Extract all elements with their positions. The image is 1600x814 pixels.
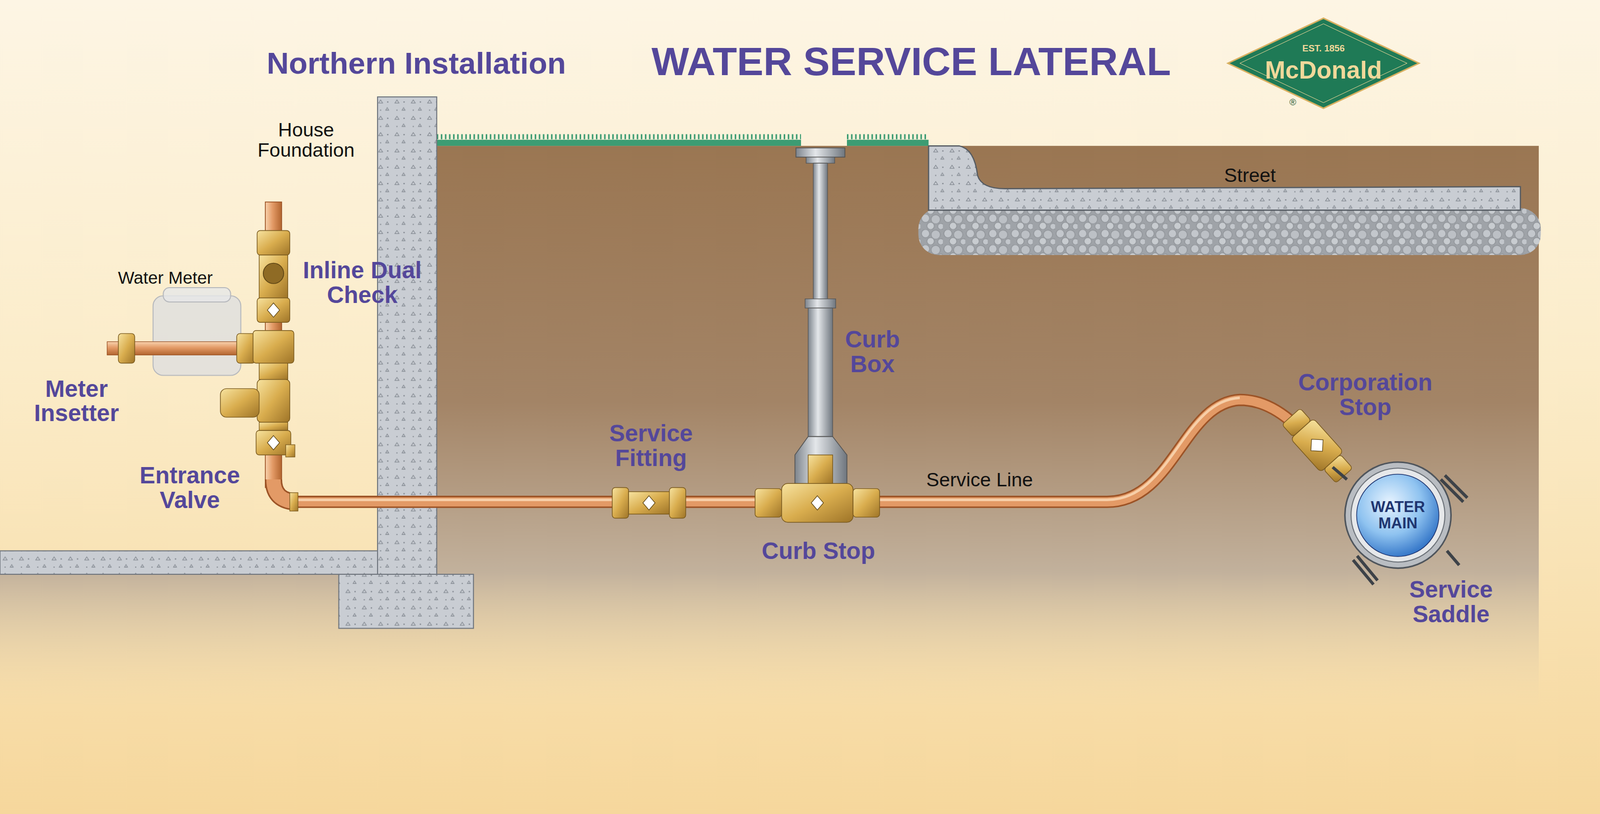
node-text: McDonald [1264,57,1383,84]
illustration-part [267,302,280,318]
part-label: Curb Stop [761,538,875,564]
illustration-part [808,455,834,484]
illustration-part [612,487,629,519]
illustration-part [918,208,1542,255]
illustration-part [256,230,290,255]
node-text: WATER MAIN [1363,499,1433,532]
illustration-part [153,295,242,376]
illustration-part [846,133,929,139]
logo-shape [1227,18,1420,109]
part-label: Corporation Stop [1288,370,1442,420]
illustration-part [291,397,1240,500]
illustration-part [755,488,782,518]
illustration-part [263,262,284,284]
illustration-part [338,574,474,629]
illustration-part [852,488,880,518]
illustration-part [811,495,824,510]
illustration-part [0,550,380,575]
logo-inner-line [1239,23,1407,103]
part-label: Entrance Valve [118,463,262,513]
illustration-part [669,487,686,519]
illustration-part [1323,454,1353,483]
part-label: ® [1289,97,1297,108]
illustration-part [805,157,835,164]
pipe-section [1356,474,1440,557]
illustration-part [928,145,1521,211]
node-text: EST. 1856 [1302,43,1345,54]
illustration-part [259,421,289,431]
illustration-part [259,363,289,380]
illustration-part [289,492,298,511]
part-label: Service Line [926,469,1034,490]
illustration-part [252,330,295,364]
part-label: Inline Dual Check [285,257,439,308]
illustration-part [267,435,280,450]
part-label: Northern Installation [266,47,567,80]
illustration-part [796,147,845,158]
part-label: Service Fitting [589,421,713,471]
logo-diamond: EST. 1856McDonald [1223,16,1424,111]
part-label: House Foundation [239,119,373,161]
part-label: Water Meter [118,268,213,287]
illustration-part [795,436,847,490]
illustration-part [1350,467,1445,562]
illustration-part [220,388,259,418]
illustration-part [285,444,295,458]
illustration-part [808,307,834,437]
part-label: Service Saddle [1389,577,1513,628]
illustration-part [236,333,255,364]
illustration-part [436,139,801,146]
illustration-part [436,133,801,139]
illustration-part [804,298,836,309]
water-main-circle: WATER MAIN [1354,472,1441,558]
illustration-part [1345,462,1452,569]
illustration-part [781,483,854,522]
illustration-part [813,163,828,300]
illustration-part [163,287,231,302]
part-label: Meter Insetter [15,376,138,426]
illustration-part [642,495,656,510]
illustration-part [628,491,670,514]
illustration-part [846,139,929,146]
illustration-part [256,297,290,323]
illustration-part [1305,433,1329,458]
part-label: Street [1223,165,1276,186]
diagram-title: WATER SERVICE LATERAL [651,40,1171,83]
illustration-part [118,333,135,364]
illustration-part [1332,466,1460,565]
part-label: Curb Box [831,327,914,378]
illustration-part [259,254,289,298]
illustration-part [256,379,290,423]
